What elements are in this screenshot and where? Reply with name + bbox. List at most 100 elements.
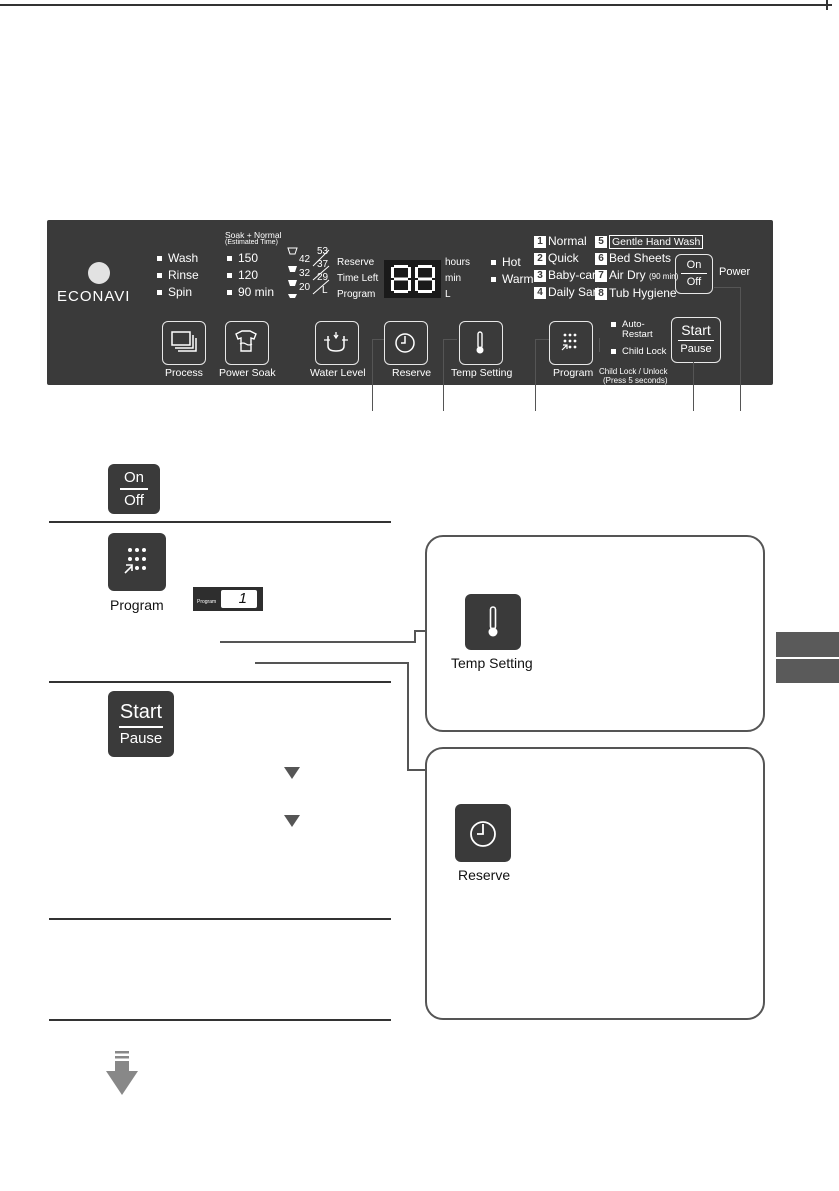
- auto-restart-option: Auto- Restart: [611, 320, 653, 340]
- program-button[interactable]: [549, 321, 593, 365]
- temp-warm: Warm: [502, 272, 534, 286]
- child-lock-note: Child Lock / Unlock (Press 5 seconds): [599, 367, 667, 385]
- digital-display: [384, 260, 441, 298]
- water-level-unit: L: [322, 285, 328, 296]
- soak-header: Soak + Normal: [225, 230, 282, 240]
- step-divider-3: [49, 918, 391, 920]
- box-reserve-label: Reserve: [458, 867, 511, 883]
- connector-line-1: [220, 641, 416, 643]
- temp-hot: Hot: [502, 255, 521, 269]
- econavi-logo: ECONAVI: [57, 288, 131, 305]
- step-divider-1: [49, 521, 391, 523]
- econavi-lamp: [88, 262, 110, 284]
- program-grid-icon: [561, 333, 577, 351]
- connector-line-1c: [414, 630, 426, 632]
- program-grid-icon: [124, 548, 146, 574]
- water-level-32: 32: [299, 268, 311, 279]
- auto-restart-line2: Restart: [622, 329, 653, 340]
- thermometer-icon: [488, 606, 498, 637]
- child-lock-note-line2: (Press 5 seconds): [603, 376, 668, 385]
- callout-tick-reserve: [372, 339, 384, 340]
- callout-tick-program: [535, 339, 549, 340]
- display-digit-1: [391, 265, 411, 293]
- step-start-label: Start: [119, 701, 163, 723]
- soak-time-90: 90 min: [238, 285, 275, 299]
- temp-options: Hot Warm: [491, 254, 534, 288]
- step-off-label: Off: [124, 491, 144, 509]
- water-level-graphic: [287, 247, 330, 298]
- reserve-label: Reserve: [392, 367, 432, 379]
- water-level-20: 20: [299, 282, 311, 293]
- soak-time-150: 150: [238, 251, 259, 265]
- step-divider-2: [49, 681, 391, 683]
- water-levels-right: 53 37 29 L: [317, 245, 328, 297]
- connector-line-2: [255, 662, 408, 664]
- power-soak-label: Power Soak: [219, 367, 276, 379]
- clock-icon: [395, 333, 415, 353]
- step-divider-4: [49, 1019, 391, 1021]
- thermometer-icon: [476, 331, 484, 354]
- power-label: Power: [719, 266, 751, 278]
- power-soak-button[interactable]: [225, 321, 269, 365]
- soak-subheader: (Estimated Time): [225, 239, 278, 246]
- water-levels-left: 42 32 20: [299, 253, 310, 295]
- auto-restart-line1: Auto-: [622, 319, 645, 330]
- box-temp-setting-label: Temp Setting: [451, 655, 533, 671]
- box-reserve-icon: [455, 804, 511, 862]
- water-level-icon: [324, 332, 348, 352]
- child-lock-option: Child Lock: [611, 346, 666, 357]
- start-pause-button[interactable]: Start Pause: [671, 317, 721, 363]
- arrow-down-icon: [284, 767, 300, 779]
- display-label-time-left: Time Left: [337, 273, 379, 284]
- reserve-box: [425, 747, 765, 1020]
- callout-line-temp: [443, 339, 444, 411]
- process-steps: Wash Rinse Spin: [157, 250, 199, 301]
- display-label-reserve: Reserve: [337, 257, 375, 268]
- step-program-label: Program: [110, 597, 164, 613]
- display-unit-l: L: [445, 289, 451, 300]
- step-pause-label: Pause: [119, 729, 163, 747]
- callout-line-start: [693, 362, 694, 411]
- display-unit-min: min: [445, 273, 462, 284]
- step-rinse: Rinse: [168, 268, 199, 282]
- display-units: hours min L: [445, 255, 470, 303]
- start-pause-button-pause: Pause: [680, 343, 712, 355]
- step-wash: Wash: [168, 251, 199, 265]
- side-tab-1: [776, 632, 839, 657]
- on-off-button-off: Off: [686, 276, 702, 288]
- process-label: Process: [165, 367, 203, 379]
- soak-times: 150 120 90 min: [227, 250, 274, 301]
- reserve-button[interactable]: [384, 321, 428, 365]
- process-icon: [171, 331, 197, 352]
- water-level-37: 37: [317, 259, 329, 270]
- callout-line-reserve: [372, 339, 373, 411]
- callout-line-child-lock: [599, 338, 600, 352]
- temp-setting-label: Temp Setting: [451, 367, 513, 379]
- power-soak-icon: [235, 330, 257, 352]
- on-off-button[interactable]: On Off: [675, 254, 713, 294]
- step-spin: Spin: [168, 285, 193, 299]
- water-level-29: 29: [317, 272, 329, 283]
- child-lock-label: Child Lock: [622, 346, 667, 357]
- child-lock-note-line1: Child Lock / Unlock: [599, 367, 668, 376]
- side-tab-2: [776, 659, 839, 683]
- program-display-value: 1: [238, 590, 247, 607]
- water-level-label: Water Level: [310, 367, 366, 379]
- process-button[interactable]: [162, 321, 206, 365]
- callout-tick-power: [714, 287, 741, 288]
- program-display-label: Program: [197, 599, 217, 605]
- display-label-program: Program: [337, 289, 376, 300]
- display-digit-2: [415, 265, 435, 293]
- step-start-pause-icon: Start Pause: [108, 691, 174, 757]
- arrow-down-icon: [284, 815, 300, 827]
- temp-setting-button[interactable]: [459, 321, 503, 365]
- water-level-button[interactable]: [315, 321, 359, 365]
- temp-setting-box: [425, 535, 765, 732]
- step-on-off-icon: On Off: [108, 464, 160, 514]
